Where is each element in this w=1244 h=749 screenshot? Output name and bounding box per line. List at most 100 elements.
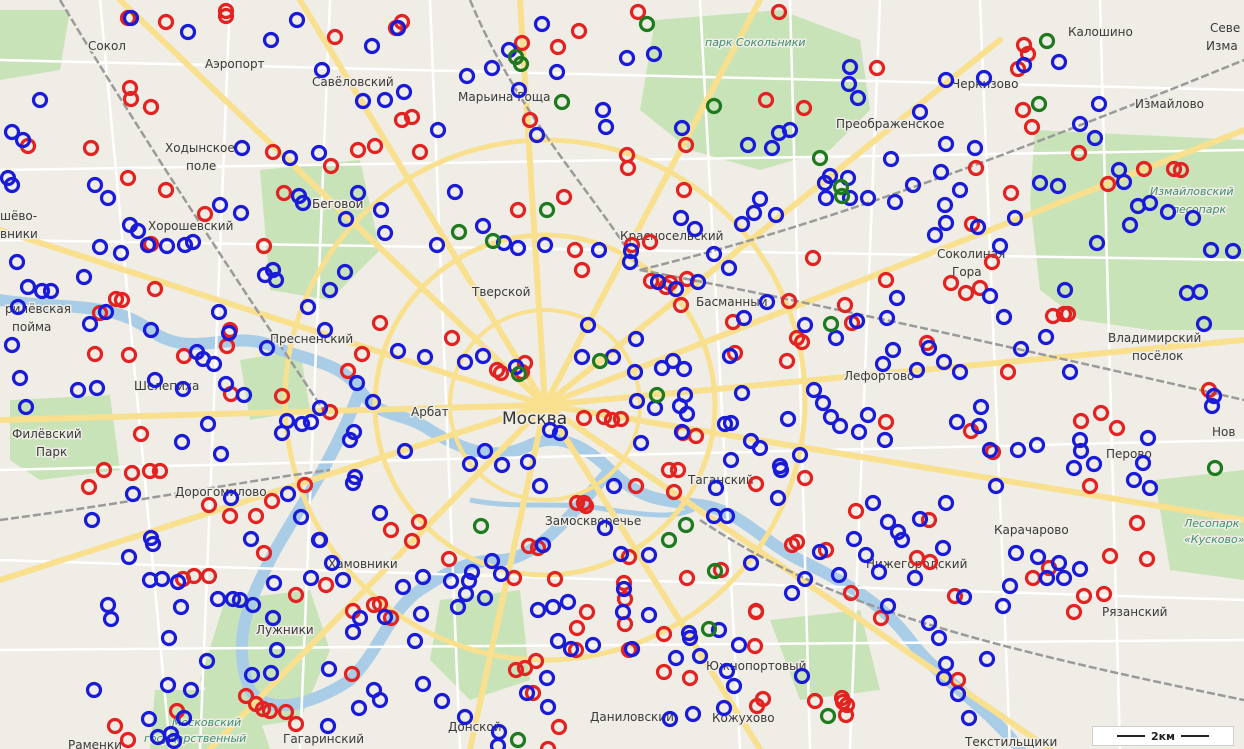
blue-marker[interactable] [172, 598, 190, 616]
red-marker[interactable] [254, 700, 272, 718]
blue-marker[interactable] [210, 303, 228, 321]
blue-marker[interactable] [492, 565, 510, 583]
red-marker[interactable] [967, 159, 985, 177]
blue-marker[interactable] [311, 399, 329, 417]
blue-marker[interactable] [396, 442, 414, 460]
red-marker[interactable] [509, 201, 527, 219]
blue-marker[interactable] [811, 543, 829, 561]
blue-marker[interactable] [904, 176, 922, 194]
blue-marker[interactable] [493, 456, 511, 474]
blue-marker[interactable] [841, 58, 859, 76]
blue-marker[interactable] [334, 571, 352, 589]
blue-marker[interactable] [310, 144, 328, 162]
blue-marker[interactable] [850, 423, 868, 441]
blue-marker[interactable] [140, 710, 158, 728]
red-marker[interactable] [757, 91, 775, 109]
green-marker[interactable] [677, 516, 695, 534]
blue-marker[interactable] [75, 268, 93, 286]
blue-marker[interactable] [614, 603, 632, 621]
blue-marker[interactable] [841, 189, 859, 207]
red-marker[interactable] [1092, 404, 1110, 422]
blue-marker[interactable] [320, 660, 338, 678]
blue-marker[interactable] [876, 431, 894, 449]
blue-marker[interactable] [19, 278, 37, 296]
blue-marker[interactable] [173, 433, 191, 451]
green-marker[interactable] [819, 707, 837, 725]
blue-marker[interactable] [510, 81, 528, 99]
red-marker[interactable] [521, 111, 539, 129]
blue-marker[interactable] [433, 692, 451, 710]
blue-marker[interactable] [1061, 363, 1079, 381]
green-marker[interactable] [484, 232, 502, 250]
blue-marker[interactable] [1028, 436, 1046, 454]
red-marker[interactable] [629, 3, 647, 21]
red-marker[interactable] [623, 236, 641, 254]
blue-marker[interactable] [937, 494, 955, 512]
blue-marker[interactable] [414, 568, 432, 586]
blue-marker[interactable] [1050, 53, 1068, 71]
red-marker[interactable] [908, 549, 926, 567]
blue-marker[interactable] [1055, 569, 1073, 587]
green-marker[interactable] [450, 223, 468, 241]
blue-marker[interactable] [91, 238, 109, 256]
red-marker[interactable] [1165, 160, 1183, 178]
blue-marker[interactable] [1006, 209, 1024, 227]
red-marker[interactable] [655, 663, 673, 681]
blue-marker[interactable] [412, 605, 430, 623]
red-marker[interactable] [770, 3, 788, 21]
blue-marker[interactable] [594, 101, 612, 119]
red-marker[interactable] [1014, 101, 1032, 119]
blue-marker[interactable] [463, 563, 481, 581]
red-marker[interactable] [1081, 477, 1099, 495]
blue-marker[interactable] [605, 477, 623, 495]
blue-marker[interactable] [346, 468, 364, 486]
blue-marker[interactable] [211, 196, 229, 214]
blue-marker[interactable] [920, 614, 938, 632]
red-marker[interactable] [712, 561, 730, 579]
green-marker[interactable] [660, 531, 678, 549]
blue-marker[interactable] [83, 511, 101, 529]
red-marker[interactable] [747, 475, 765, 493]
blue-marker[interactable] [31, 91, 49, 109]
blue-marker[interactable] [536, 236, 554, 254]
blue-marker[interactable] [299, 298, 317, 316]
blue-marker[interactable] [911, 103, 929, 121]
blue-marker[interactable] [751, 190, 769, 208]
red-marker[interactable] [833, 689, 851, 707]
red-marker[interactable] [806, 692, 824, 710]
red-marker[interactable] [440, 550, 458, 568]
red-marker[interactable] [113, 291, 131, 309]
blue-marker[interactable] [264, 609, 282, 627]
green-marker[interactable] [1030, 95, 1048, 113]
blue-marker[interactable] [176, 236, 194, 254]
red-marker[interactable] [642, 272, 660, 290]
blue-marker[interactable] [348, 374, 366, 392]
blue-marker[interactable] [830, 566, 848, 584]
blue-marker[interactable] [767, 206, 785, 224]
blue-marker[interactable] [562, 640, 580, 658]
blue-marker[interactable] [935, 353, 953, 371]
blue-marker[interactable] [1012, 340, 1030, 358]
green-marker[interactable] [811, 149, 829, 167]
blue-marker[interactable] [710, 621, 728, 639]
blue-marker[interactable] [618, 49, 636, 67]
blue-marker[interactable] [715, 699, 733, 717]
red-marker[interactable] [277, 703, 295, 721]
blue-marker[interactable] [673, 423, 691, 441]
red-marker[interactable] [516, 659, 534, 677]
blue-marker[interactable] [489, 737, 507, 749]
red-marker[interactable] [793, 333, 811, 351]
blue-marker[interactable] [987, 477, 1005, 495]
red-marker[interactable] [575, 409, 593, 427]
blue-marker[interactable] [718, 662, 736, 680]
blue-marker[interactable] [141, 571, 159, 589]
green-marker[interactable] [638, 15, 656, 33]
blue-marker[interactable] [9, 298, 27, 316]
blue-marker[interactable] [8, 253, 26, 271]
blue-marker[interactable] [645, 45, 663, 63]
blue-marker[interactable] [416, 348, 434, 366]
red-marker[interactable] [665, 483, 683, 501]
blue-marker[interactable] [1202, 241, 1220, 259]
blue-marker[interactable] [124, 485, 142, 503]
